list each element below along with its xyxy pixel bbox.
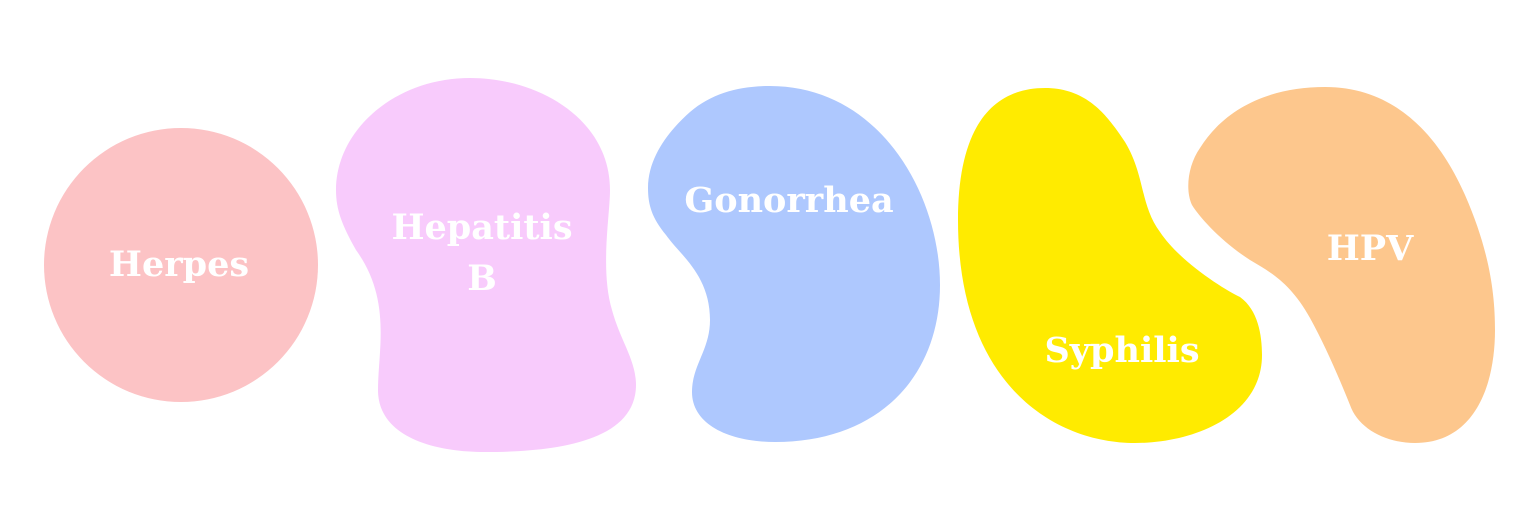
herpes-blob: Herpes [44,128,318,402]
hepatitis-b-shape [336,78,636,452]
hepatitis-b-blob: Hepatitis B [336,78,636,452]
hpv-blob: HPV [1188,87,1495,443]
hepatitis-b-label-line-1: Hepatitis [391,207,572,248]
syphilis-label: Syphilis [1044,330,1199,371]
hepatitis-b-label-line-2: B [467,258,497,299]
hpv-shape [1188,87,1495,443]
herpes-label: Herpes [109,244,249,285]
hpv-label: HPV [1327,228,1414,269]
gonorrhea-blob: Gonorrhea [648,86,940,442]
syphilis-blob: Syphilis [958,88,1262,443]
syphilis-shape [958,88,1262,443]
gonorrhea-shape [648,86,940,442]
gonorrhea-label: Gonorrhea [684,180,893,221]
herpes-shape [44,128,318,402]
